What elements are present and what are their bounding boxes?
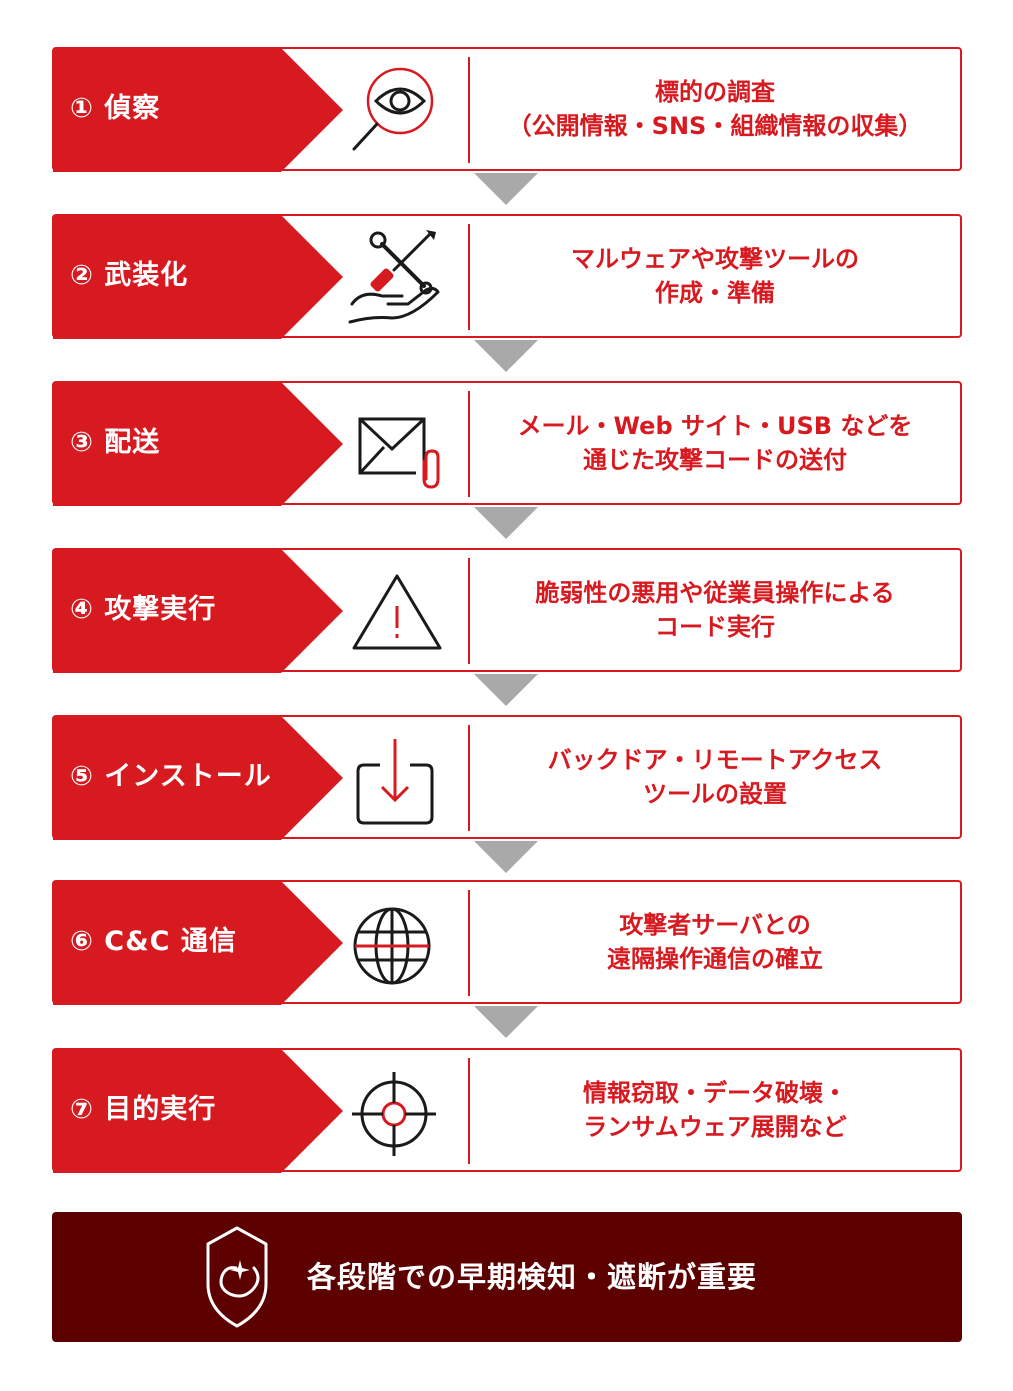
step-divider <box>468 224 470 330</box>
step-label-banner <box>53 215 343 339</box>
step-description: 脆弱性の悪用や従業員操作による コード実行 <box>470 550 960 670</box>
magnifier-eye-icon <box>352 67 434 151</box>
step-divider <box>468 57 470 163</box>
warning-triangle-icon <box>352 574 442 650</box>
crosshair-target-icon <box>352 1072 436 1156</box>
step-label-banner <box>53 1049 343 1173</box>
down-arrow-icon <box>474 340 538 372</box>
step-description: 標的の調査 （公開情報・SNS・組織情報の収集） <box>470 49 960 169</box>
down-arrow-icon <box>474 173 538 205</box>
step-desc-line-1: 攻撃者サーバとの <box>619 911 811 939</box>
step-desc-line-1: メール・Web サイト・USB などを <box>517 412 913 440</box>
step-label: ① 偵察 <box>70 93 161 124</box>
step-recon: ① 偵察 標的の調査 （公開情報・SNS・組織情報の収集） <box>52 47 962 172</box>
down-arrow-icon <box>474 841 538 873</box>
step-divider <box>468 558 470 664</box>
envelope-attachment-icon <box>358 417 440 489</box>
step-installation: ⑤ インストール バックドア・リモートアクセス ツールの設置 <box>52 715 962 840</box>
globe-icon <box>353 907 431 985</box>
step-desc-line-2: ランサムウェア展開など <box>583 1113 847 1141</box>
step-label: ④ 攻撃実行 <box>70 594 217 625</box>
step-divider <box>468 391 470 497</box>
step-description: マルウェアや攻撃ツールの 作成・準備 <box>470 216 960 336</box>
download-tray-icon <box>356 739 434 825</box>
step-desc-line-1: バックドア・リモートアクセス <box>547 746 883 774</box>
step-description: 攻撃者サーバとの 遠隔操作通信の確立 <box>470 882 960 1002</box>
step-desc-line-1: 標的の調査 <box>655 78 775 106</box>
step-label: ⑦ 目的実行 <box>70 1094 217 1125</box>
down-arrow-icon <box>474 674 538 706</box>
step-desc-line-1: マルウェアや攻撃ツールの <box>571 245 859 273</box>
step-desc-line-1: 脆弱性の悪用や従業員操作による <box>535 579 895 607</box>
step-label-banner <box>53 881 343 1005</box>
step-desc-line-2: （公開情報・SNS・組織情報の収集） <box>507 112 923 140</box>
step-description: メール・Web サイト・USB などを 通じた攻撃コードの送付 <box>470 383 960 503</box>
step-label: ⑥ C&C 通信 <box>70 926 237 957</box>
down-arrow-icon <box>474 1006 538 1038</box>
step-desc-line-1: 情報窃取・データ破壊・ <box>583 1079 847 1107</box>
step-exploitation: ④ 攻撃実行 脆弱性の悪用や従業員操作による コード実行 <box>52 548 962 673</box>
step-label-banner <box>53 382 343 506</box>
step-divider <box>468 890 470 996</box>
step-weaponization: ② 武装化 マルウェアや攻撃ツールの 作成・準備 <box>52 214 962 339</box>
step-desc-line-2: 作成・準備 <box>655 279 775 307</box>
shield-icon <box>206 1226 268 1328</box>
step-label-banner <box>53 48 343 172</box>
step-label-banner <box>53 549 343 673</box>
step-description: 情報窃取・データ破壊・ ランサムウェア展開など <box>470 1050 960 1170</box>
down-arrow-icon <box>474 507 538 539</box>
step-label: ③ 配送 <box>70 427 161 458</box>
tools-hand-icon <box>348 230 440 324</box>
step-divider <box>468 725 470 831</box>
step-command-and-control: ⑥ C&C 通信 攻撃者サーバとの 遠隔操作通信の確立 <box>52 880 962 1005</box>
summary-text: 各段階での早期検知・遮断が重要 <box>307 1260 758 1294</box>
step-desc-line-2: 通じた攻撃コードの送付 <box>583 446 847 474</box>
summary-banner: 各段階での早期検知・遮断が重要 <box>52 1212 962 1342</box>
step-desc-line-2: 遠隔操作通信の確立 <box>607 945 823 973</box>
step-desc-line-2: ツールの設置 <box>643 780 787 808</box>
step-actions-on-objectives: ⑦ 目的実行 情報窃取・データ破壊・ ランサムウェア展開など <box>52 1048 962 1173</box>
step-desc-line-2: コード実行 <box>655 613 775 641</box>
step-description: バックドア・リモートアクセス ツールの設置 <box>470 717 960 837</box>
step-divider <box>468 1058 470 1164</box>
step-label: ② 武装化 <box>70 260 189 291</box>
step-label-banner <box>53 716 343 840</box>
step-label: ⑤ インストール <box>70 761 272 792</box>
step-delivery: ③ 配送 メール・Web サイト・USB などを 通じた攻撃コードの送付 <box>52 381 962 506</box>
